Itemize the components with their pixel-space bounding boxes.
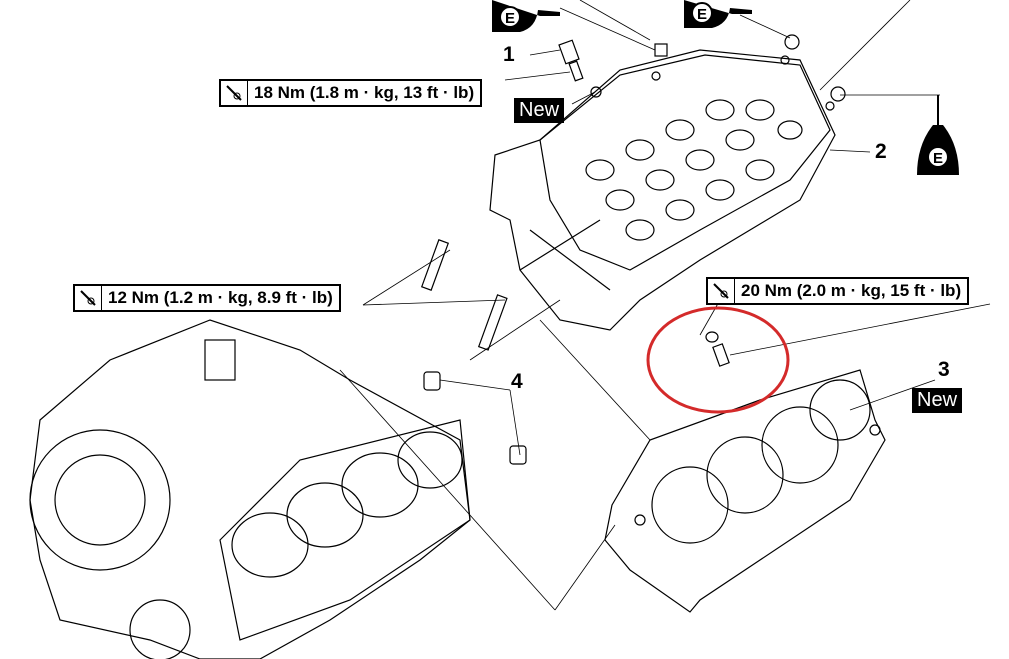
engine-oil-can-icon: E (492, 0, 560, 32)
oil-symbol-label: E (697, 6, 707, 23)
torque-value: 18 Nm (1.8 m · kg, 13 ft · lb) (254, 83, 475, 102)
highlight-circle (646, 306, 790, 414)
head-ports (585, 99, 803, 241)
new-badge-gasket: New (912, 388, 963, 413)
cylinder-block (29, 319, 471, 659)
torque-wrench-icon (221, 81, 248, 105)
head-gasket (604, 369, 886, 613)
callout-3: 3 (938, 358, 950, 381)
oil-symbol-label: E (505, 10, 515, 27)
oil-symbol-label: E (933, 150, 943, 167)
engine-oil-can-icon: E (917, 95, 959, 175)
callout-2: 2 (875, 140, 887, 163)
torque-wrench-icon (708, 279, 735, 303)
callout-4: 4 (511, 370, 523, 393)
engine-oil-can-icon: E (684, 0, 752, 28)
torque-spec-small-bolt: 20 Nm (2.0 m · kg, 15 ft · lb) (706, 277, 970, 305)
callout-1: 1 (503, 43, 515, 66)
small-parts (420, 34, 846, 465)
torque-wrench-icon (75, 286, 102, 310)
torque-value: 20 Nm (2.0 m · kg, 15 ft · lb) (741, 281, 962, 300)
torque-value: 12 Nm (1.2 m · kg, 8.9 ft · lb) (108, 288, 333, 307)
leader-lines (339, 0, 991, 611)
new-badge-washer: New (514, 98, 565, 123)
torque-spec-sensor: 18 Nm (1.8 m · kg, 13 ft · lb) (219, 79, 483, 107)
torque-spec-head-bolts: 12 Nm (1.2 m · kg, 8.9 ft · lb) (73, 284, 341, 312)
cylinder-head (489, 49, 836, 331)
